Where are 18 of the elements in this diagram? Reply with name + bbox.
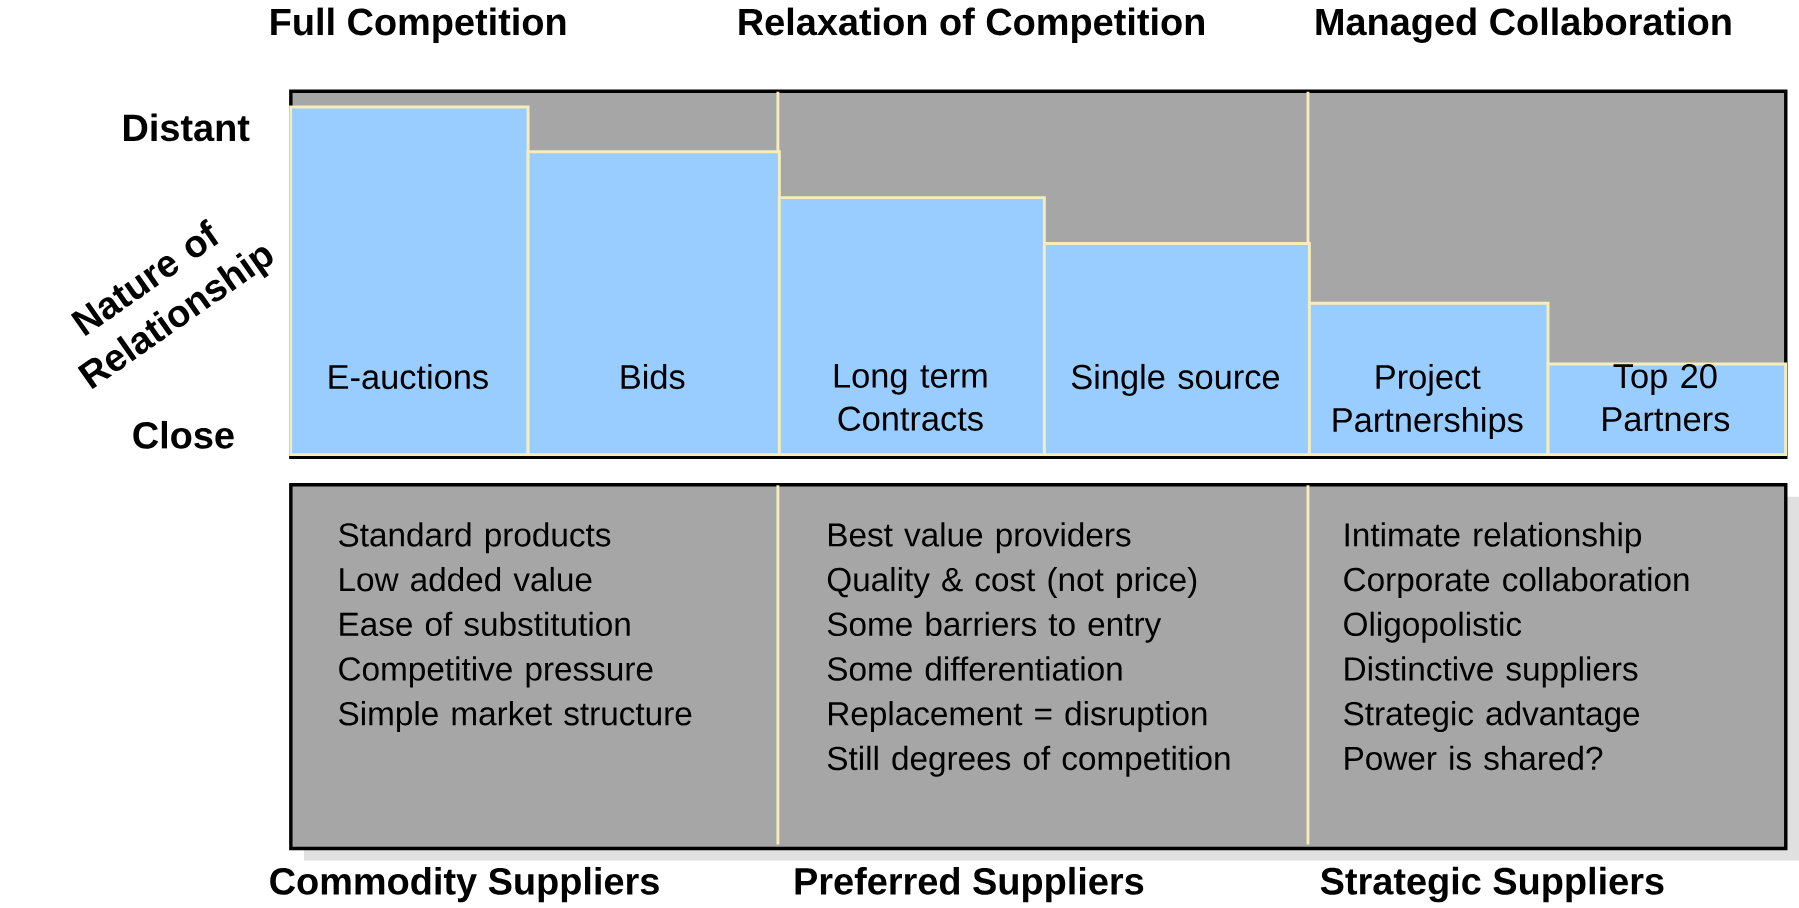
heading: Full Competition — [271, 7, 566, 44]
text-list: Best value providers Quality & cost (not price) Some barriers to entry Some differentiation Replacement = disruption Still degrees of competition — [827, 522, 1230, 778]
heading: Distant — [124, 113, 250, 142]
heading: Managed Collaboration — [1316, 7, 1731, 44]
bar: Single source — [1042, 242, 1311, 457]
heading: Preferred Suppliers — [795, 867, 1144, 903]
heading: Close — [133, 421, 234, 449]
heading: Strategic Suppliers — [1320, 867, 1664, 903]
text-list: Standard products Low added value Ease of substitution Competitive pressure Simple market structure — [339, 522, 692, 733]
bar: Top 20 Partners — [1546, 362, 1787, 457]
heading: Relaxation of Competition — [739, 7, 1204, 44]
heading: Commodity Suppliers — [270, 867, 659, 903]
panel-box — [289, 483, 1788, 851]
bar: E-auctions — [289, 105, 530, 457]
bar: Bids — [526, 150, 781, 457]
text-list: Intimate relationship Corporate collaboration Oligopolistic Distinctive suppliers Strategic advantage Power is shared? — [1344, 522, 1689, 771]
bar: Long term Contracts — [777, 196, 1046, 457]
bar: Project Partnerships — [1307, 302, 1550, 457]
